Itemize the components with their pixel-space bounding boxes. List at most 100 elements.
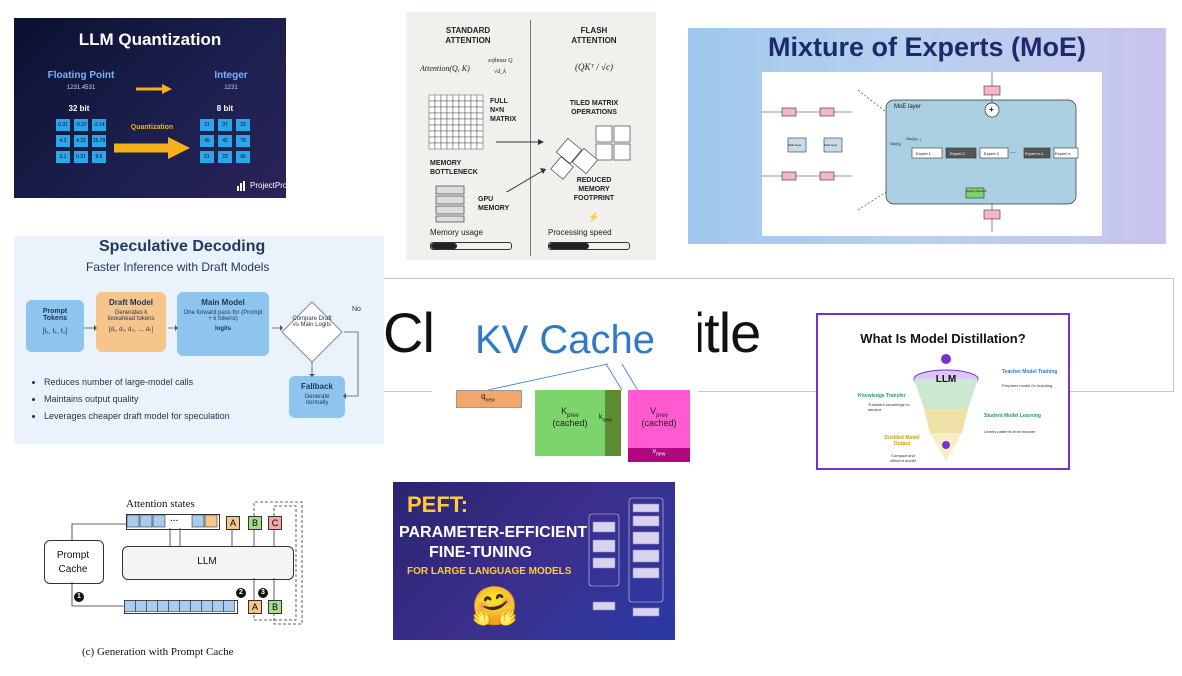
processing-speed-bar xyxy=(548,242,630,250)
prompt-token-cells xyxy=(124,600,235,612)
gating-network: Gating Network xyxy=(966,189,987,193)
no-label: No xyxy=(352,306,361,313)
bits8-label: 8 bit xyxy=(216,104,234,113)
full-label-2: N×N xyxy=(490,107,505,114)
v-prev-label: Vprev xyxy=(628,406,690,419)
step1-label: 1 xyxy=(77,593,81,600)
float-matrix-cell: 3.1 xyxy=(56,151,70,163)
reduced-1: REDUCED xyxy=(576,177,612,184)
spec-bullet: Reduces number of large-model calls xyxy=(44,374,230,391)
draft-title: Draft Model xyxy=(109,298,153,307)
tiled-matrix-icon xyxy=(550,125,631,180)
int-matrix-cell: 42 xyxy=(218,135,232,147)
step1-icon xyxy=(74,592,84,602)
q-new-text: q xyxy=(481,392,486,401)
moe-layer-label: MoE layer xyxy=(894,104,922,110)
prompt-cache-label-1: Prompt xyxy=(56,550,90,561)
int-matrix-cell: 21 xyxy=(200,119,214,131)
spec-bullet: Maintains output quality xyxy=(44,391,230,408)
peft-line1: PARAMETER-EFFICIENT xyxy=(399,524,588,541)
expert-2: Expert 2 xyxy=(950,151,965,156)
main-title: Main Model xyxy=(201,298,245,307)
tiled-label-1: TILED MATRIX xyxy=(569,100,619,107)
float-matrix-cell: -2.14 xyxy=(92,119,106,131)
moe-image[interactable]: Mixture of Experts (MoE) MoE layer Exper… xyxy=(688,28,1166,244)
draft-model-box: Draft Model Generates k lookahead tokens… xyxy=(96,292,166,352)
float-matrix-cell: 0.31 xyxy=(56,119,70,131)
spec-title: Speculative Decoding xyxy=(99,238,266,255)
teacher-desc: Prepares model for teaching xyxy=(1002,383,1053,388)
std-formula: Attention(Q, K) xyxy=(420,64,470,73)
fallback-desc: Generate normally xyxy=(304,394,330,406)
int-value: 1231 xyxy=(224,85,238,91)
hugging-face-icon: 🤗 xyxy=(471,586,519,628)
memory-usage-label: Memory usage xyxy=(430,228,483,237)
speculative-decoding-image[interactable]: Speculative Decoding Faster Inference wi… xyxy=(14,236,384,444)
transfer-title: Knowledge Transfer xyxy=(858,393,906,399)
plus-icon: + xyxy=(989,105,994,114)
student-desc: Learns patterns from teacher xyxy=(984,429,1036,434)
v-prev-text: V xyxy=(650,406,657,416)
kv-cache-image[interactable]: KV Cache qnew Kprev (cached) knew Vprev … xyxy=(432,310,698,464)
expert-3: Expert 3 xyxy=(984,151,999,156)
expert-n: Expert n xyxy=(1055,151,1070,156)
main-model-box: Main Model One forward pass for (Prompt … xyxy=(177,292,269,356)
moe-small-1: MoE layer xyxy=(788,143,802,147)
flash-formula: (QKᵀ / √c) xyxy=(575,62,613,72)
prompt-cache-label-2: Cache xyxy=(58,564,88,575)
moe-small-2: MoE layer xyxy=(824,143,838,147)
spec-bullets: Reduces number of large-model calls Main… xyxy=(14,374,230,425)
moe-diagram-drawing xyxy=(762,72,1079,232)
distill-funnel-icon xyxy=(913,354,979,461)
step3-icon xyxy=(258,588,268,598)
attention-states-cells xyxy=(126,514,218,528)
divider xyxy=(530,20,531,256)
token-b-bottom: B xyxy=(268,600,282,614)
step2-label: 2 xyxy=(239,589,243,596)
gpu-label-2: MEMORY xyxy=(478,205,510,212)
k-new-sub: new xyxy=(602,417,612,424)
moe-x-label: Ge(x)₁ xyxy=(890,141,902,146)
model-distillation-image[interactable]: What Is Model Distillation? LLM Teacher … xyxy=(816,313,1070,470)
int-label: Integer xyxy=(214,70,248,81)
transformer-diagram-icon xyxy=(588,497,664,617)
spec-subtitle: Faster Inference with Draft Models xyxy=(86,260,270,274)
int-matrix-cell: 23 xyxy=(218,151,232,163)
prompt-tokens-box: Prompt Tokens [t₁, t₁, t₂] xyxy=(26,300,84,352)
std-title-1: STANDARD xyxy=(445,26,491,35)
expert-n-1: Expert n-1 xyxy=(1025,151,1044,156)
memory-usage-bar xyxy=(430,242,512,250)
fallback-box: Fallback Generate normally xyxy=(289,376,345,418)
teacher-title: Teacher Model Training xyxy=(1002,369,1058,375)
flow-arrows-icon xyxy=(496,139,546,192)
float-matrix-cell: 4.3 xyxy=(56,135,70,147)
v-prev-box xyxy=(628,390,690,448)
quantization-arrow-icon xyxy=(114,137,190,159)
prompt-cache-image[interactable]: Attention states ... Prompt Cache LLM A … xyxy=(40,494,308,666)
projectpro-logo-icon xyxy=(237,181,245,191)
float-matrix-cell: 4.32 xyxy=(74,135,88,147)
float-value: 1231.4531 xyxy=(66,85,96,91)
kv-connectors-icon xyxy=(487,363,641,395)
k-prev-box xyxy=(535,390,605,456)
expert-1: Expert 1 xyxy=(916,151,931,156)
float-matrix-cell: 15.78 xyxy=(92,135,106,147)
std-formula-num: softmax Q xyxy=(488,58,513,64)
k-new-text: k xyxy=(599,414,603,421)
llm-label: LLM xyxy=(935,374,957,385)
transfer-desc: Transfers knowledge to student xyxy=(868,402,910,412)
kv-title: KV Cache xyxy=(474,318,656,362)
student-title: Student Model Learning xyxy=(984,413,1041,419)
processing-speed-label: Processing speed xyxy=(548,228,612,237)
quant-title: LLM Quantization xyxy=(78,30,222,49)
memory-usage-fill xyxy=(431,243,458,249)
reduced-3: FOOTPRINT xyxy=(573,195,615,202)
flash-attention-image[interactable]: STANDARD ATTENTION FLASH ATTENTION Atten… xyxy=(406,12,656,260)
q-new-box xyxy=(456,390,522,408)
token-a-top: A xyxy=(226,516,240,530)
quantization-image[interactable]: LLM Quantization Floating Point 1231.453… xyxy=(14,18,286,198)
prompt-cache-caption: (c) Generation with Prompt Cache xyxy=(82,646,234,658)
processing-speed-fill xyxy=(549,243,589,249)
peft-image[interactable]: PEFT: PARAMETER-EFFICIENT FINE-TUNING FO… xyxy=(393,482,675,640)
